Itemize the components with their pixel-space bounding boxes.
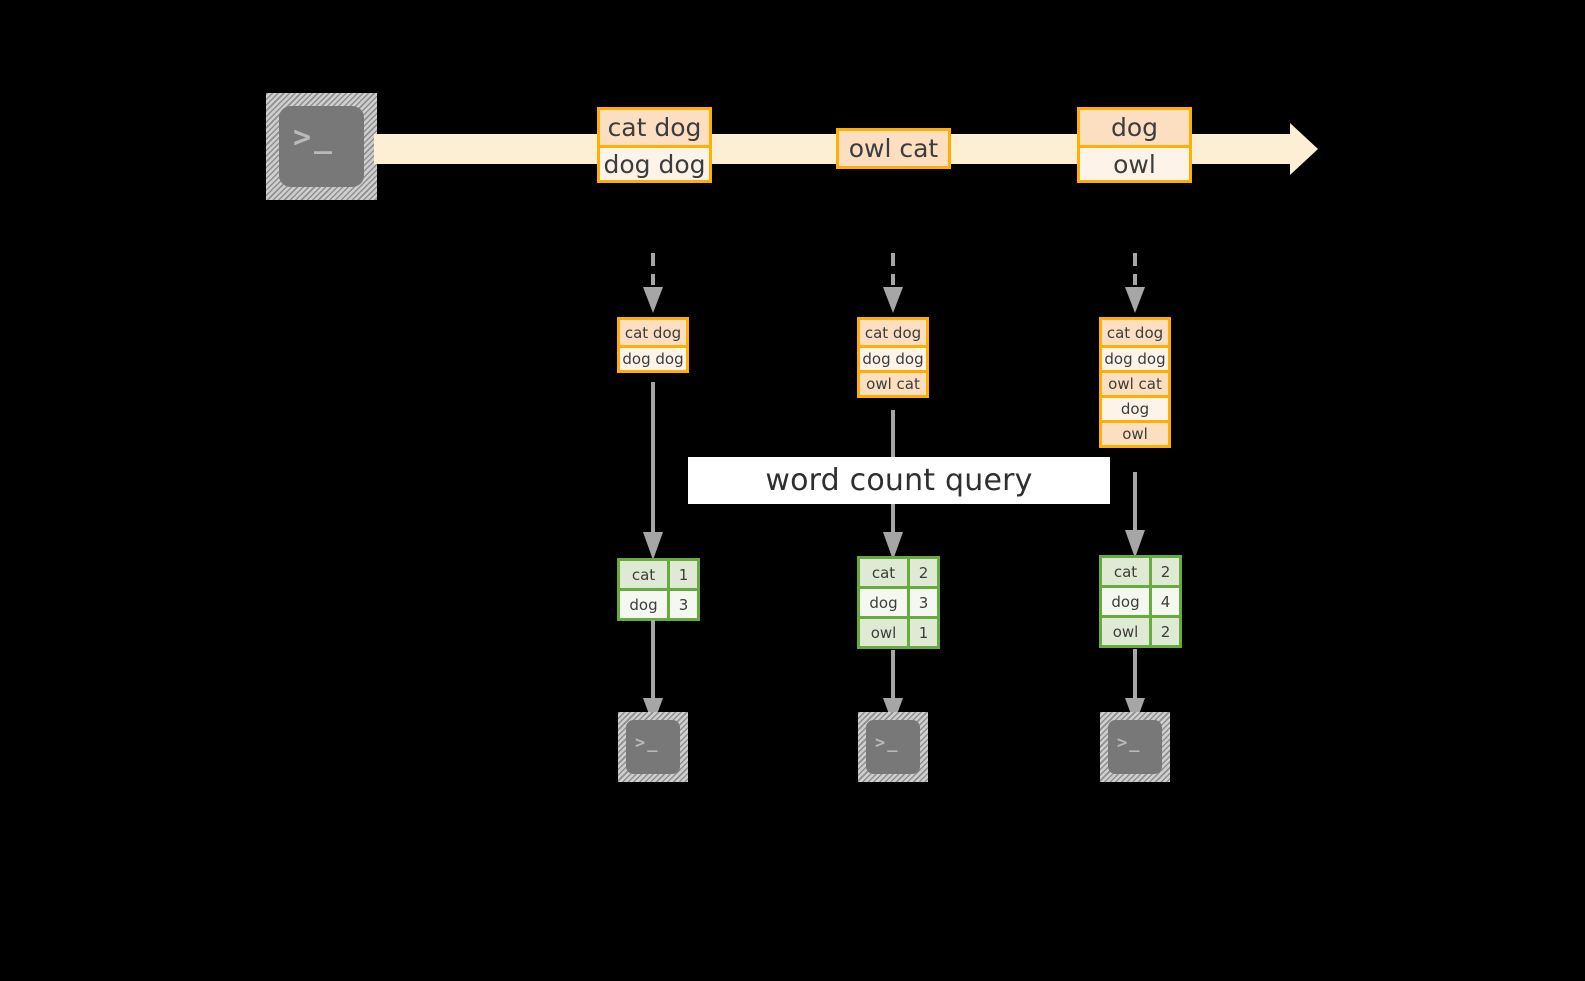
input-table-trigger-3: cat dog dog dog owl cat dog owl (1099, 317, 1171, 448)
count-cell: 2 (1149, 558, 1179, 585)
table-row: owl 2 (1102, 615, 1179, 645)
word-cell: dog (860, 589, 907, 616)
input-table-trigger-1: cat dog dog dog (617, 317, 689, 373)
word-cell: cat (860, 559, 907, 586)
stream-batch-line: owl (1080, 145, 1189, 180)
stream-batch-line: owl cat (839, 131, 948, 166)
result-to-sink-arrow-1 (641, 620, 665, 725)
input-line: owl (1102, 420, 1168, 445)
word-cell: owl (1102, 618, 1149, 645)
table-row: dog 3 (860, 586, 937, 616)
table-row: owl 1 (860, 616, 937, 646)
stream-batch-2: owl cat (836, 128, 951, 169)
result-to-sink-arrow-2 (881, 650, 905, 725)
count-cell: 2 (1149, 618, 1179, 645)
input-line: cat dog (1102, 320, 1168, 345)
count-cell: 1 (667, 561, 697, 588)
stream-batch-line: cat dog (600, 110, 709, 145)
terminal-prompt-glyph: >_ (293, 120, 336, 155)
terminal-icon: >_ (858, 712, 928, 782)
result-table-trigger-1: cat 1 dog 3 (617, 558, 700, 621)
count-cell: 4 (1149, 588, 1179, 615)
stream-batch-1: cat dog dog dog (597, 107, 712, 183)
word-cell: dog (1102, 588, 1149, 615)
input-line: cat dog (860, 320, 926, 345)
stream-batch-line: dog (1080, 110, 1189, 145)
terminal-plate (626, 720, 680, 774)
trigger-connector-dashed-3 (1123, 253, 1147, 313)
query-banner: word count query (688, 457, 1110, 504)
word-cell: owl (860, 619, 907, 646)
terminal-prompt-glyph: >_ (635, 733, 660, 753)
stream-batch-line: dog dog (600, 145, 709, 180)
input-line: owl cat (1102, 370, 1168, 395)
terminal-icon: >_ (1100, 712, 1170, 782)
terminal-prompt-glyph: >_ (1117, 733, 1142, 753)
input-line: cat dog (620, 320, 686, 345)
count-cell: 3 (667, 591, 697, 618)
input-line: dog dog (620, 345, 686, 370)
input-to-result-arrow-3 (1123, 472, 1147, 558)
table-row: dog 3 (620, 588, 697, 618)
trigger-connector-dashed-1 (641, 253, 665, 313)
count-cell: 2 (907, 559, 937, 586)
input-line: dog (1102, 395, 1168, 420)
terminal-plate (279, 106, 364, 187)
terminal-plate (1108, 720, 1162, 774)
input-table-trigger-2: cat dog dog dog owl cat (857, 317, 929, 398)
input-line: dog dog (1102, 345, 1168, 370)
word-cell: dog (620, 591, 667, 618)
result-table-trigger-2: cat 2 dog 3 owl 1 (857, 556, 940, 649)
terminal-plate (866, 720, 920, 774)
input-line: owl cat (860, 370, 926, 395)
stream-batch-3: dog owl (1077, 107, 1192, 183)
result-table-trigger-3: cat 2 dog 4 owl 2 (1099, 555, 1182, 648)
trigger-connector-dashed-2 (881, 253, 905, 313)
count-cell: 3 (907, 589, 937, 616)
count-cell: 1 (907, 619, 937, 646)
terminal-icon: >_ (266, 93, 377, 200)
terminal-prompt-glyph: >_ (875, 733, 900, 753)
query-label: word count query (765, 463, 1033, 498)
input-line: dog dog (860, 345, 926, 370)
input-to-result-arrow-1 (641, 382, 665, 560)
table-row: cat 2 (860, 559, 937, 586)
table-row: cat 2 (1102, 558, 1179, 585)
table-row: cat 1 (620, 561, 697, 588)
result-to-sink-arrow-3 (1123, 649, 1147, 725)
word-cell: cat (620, 561, 667, 588)
terminal-icon: >_ (618, 712, 688, 782)
table-row: dog 4 (1102, 585, 1179, 615)
word-cell: cat (1102, 558, 1149, 585)
